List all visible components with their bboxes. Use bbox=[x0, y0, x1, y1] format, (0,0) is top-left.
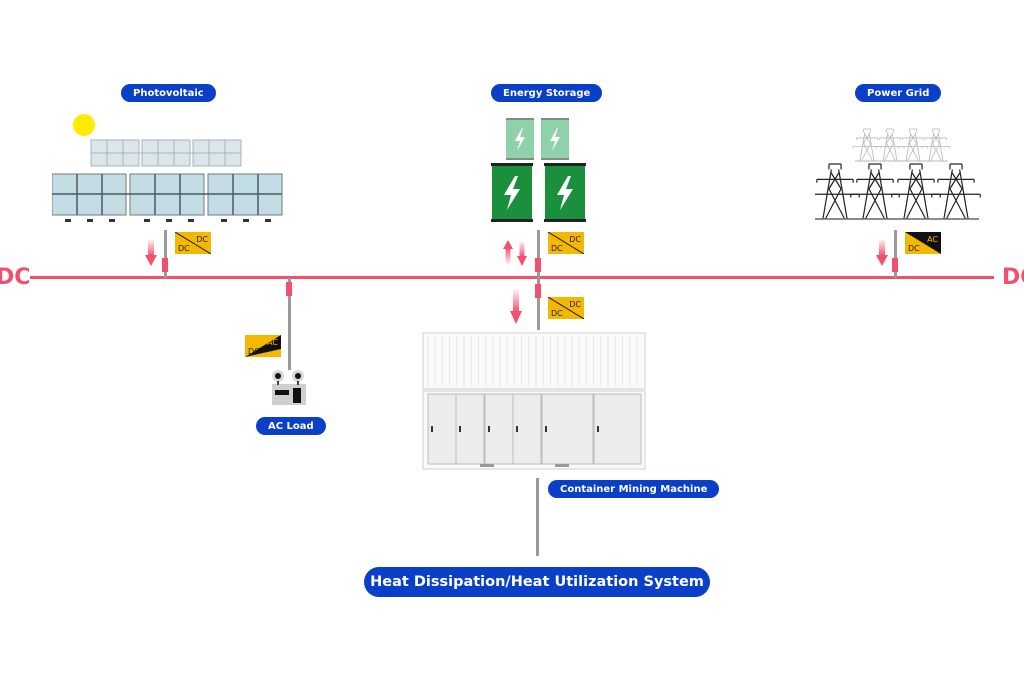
dc-dc-converter-icon: DC DC bbox=[175, 232, 211, 254]
energy-storage-label[interactable]: Energy Storage bbox=[491, 84, 603, 102]
converter-top-text: AC bbox=[267, 338, 278, 347]
container-mining-machine-icon bbox=[422, 332, 646, 470]
solar-panel-icon bbox=[52, 110, 284, 226]
ac-dc-converter-icon: AC DC bbox=[245, 335, 281, 357]
flow-down-arrow-icon bbox=[517, 242, 527, 266]
power-tower-back bbox=[898, 128, 928, 162]
dc-bus-label-left: DC bbox=[0, 265, 31, 290]
flow-down-arrow-icon bbox=[145, 240, 157, 266]
converter-bottom-text: DC bbox=[908, 244, 920, 253]
converter-bottom-text: DC bbox=[178, 244, 190, 253]
ac-load-connector-line bbox=[288, 278, 291, 370]
heat-system-label[interactable]: Heat Dissipation/Heat Utilization System bbox=[364, 567, 710, 597]
flow-up-arrow-icon bbox=[503, 240, 513, 264]
power-tower-icon bbox=[815, 125, 981, 221]
heat-system-connector-line bbox=[536, 478, 539, 556]
converter-top-text: AC bbox=[927, 235, 938, 244]
dc-dc-converter-icon: DC DC bbox=[548, 297, 584, 319]
sun-icon bbox=[73, 114, 95, 136]
container-mining-machine-label[interactable]: Container Mining Machine bbox=[548, 480, 720, 498]
power-tower-back bbox=[852, 128, 882, 162]
converter-top-text: DC bbox=[569, 235, 581, 244]
converter-bottom-text: DC bbox=[551, 244, 563, 253]
ac-dc-converter-icon: AC DC bbox=[905, 232, 941, 254]
photovoltaic-connector-line bbox=[164, 230, 167, 278]
flow-down-arrow-icon bbox=[876, 240, 888, 266]
power-tower-front bbox=[891, 163, 941, 220]
photovoltaic-bus-connector bbox=[162, 258, 168, 272]
ac-load-device-icon bbox=[270, 368, 308, 406]
photovoltaic-label[interactable]: Photovoltaic bbox=[121, 84, 216, 102]
converter-bottom-text: DC bbox=[551, 309, 563, 318]
power-grid-connector-line bbox=[894, 230, 897, 278]
power-tower-front bbox=[931, 163, 981, 220]
power-tower-front bbox=[850, 163, 900, 220]
converter-bottom-text: DC bbox=[248, 347, 260, 356]
dc-bus-label-right: DC bbox=[1002, 265, 1024, 290]
ac-load-bus-connector bbox=[286, 282, 292, 296]
ac-load-label[interactable]: AC Load bbox=[256, 417, 326, 435]
container-door bbox=[541, 393, 594, 465]
energy-storage-bus-connector-bottom bbox=[535, 284, 541, 298]
dc-dc-converter-icon: DC DC bbox=[548, 232, 584, 254]
power-tower-front bbox=[815, 163, 860, 220]
power-grid-bus-connector bbox=[892, 258, 898, 272]
converter-top-text: DC bbox=[196, 235, 208, 244]
energy-storage-connector-line bbox=[537, 230, 540, 330]
energy-storage-bus-connector-top bbox=[535, 258, 541, 272]
dc-bus-line bbox=[30, 276, 994, 279]
flow-down-arrow-icon bbox=[510, 290, 522, 324]
converter-top-text: DC bbox=[569, 300, 581, 309]
power-grid-label[interactable]: Power Grid bbox=[855, 84, 942, 102]
battery-icon bbox=[490, 118, 590, 222]
container-door bbox=[593, 393, 642, 465]
power-tower-back bbox=[875, 128, 905, 162]
power-tower-back bbox=[921, 128, 951, 162]
